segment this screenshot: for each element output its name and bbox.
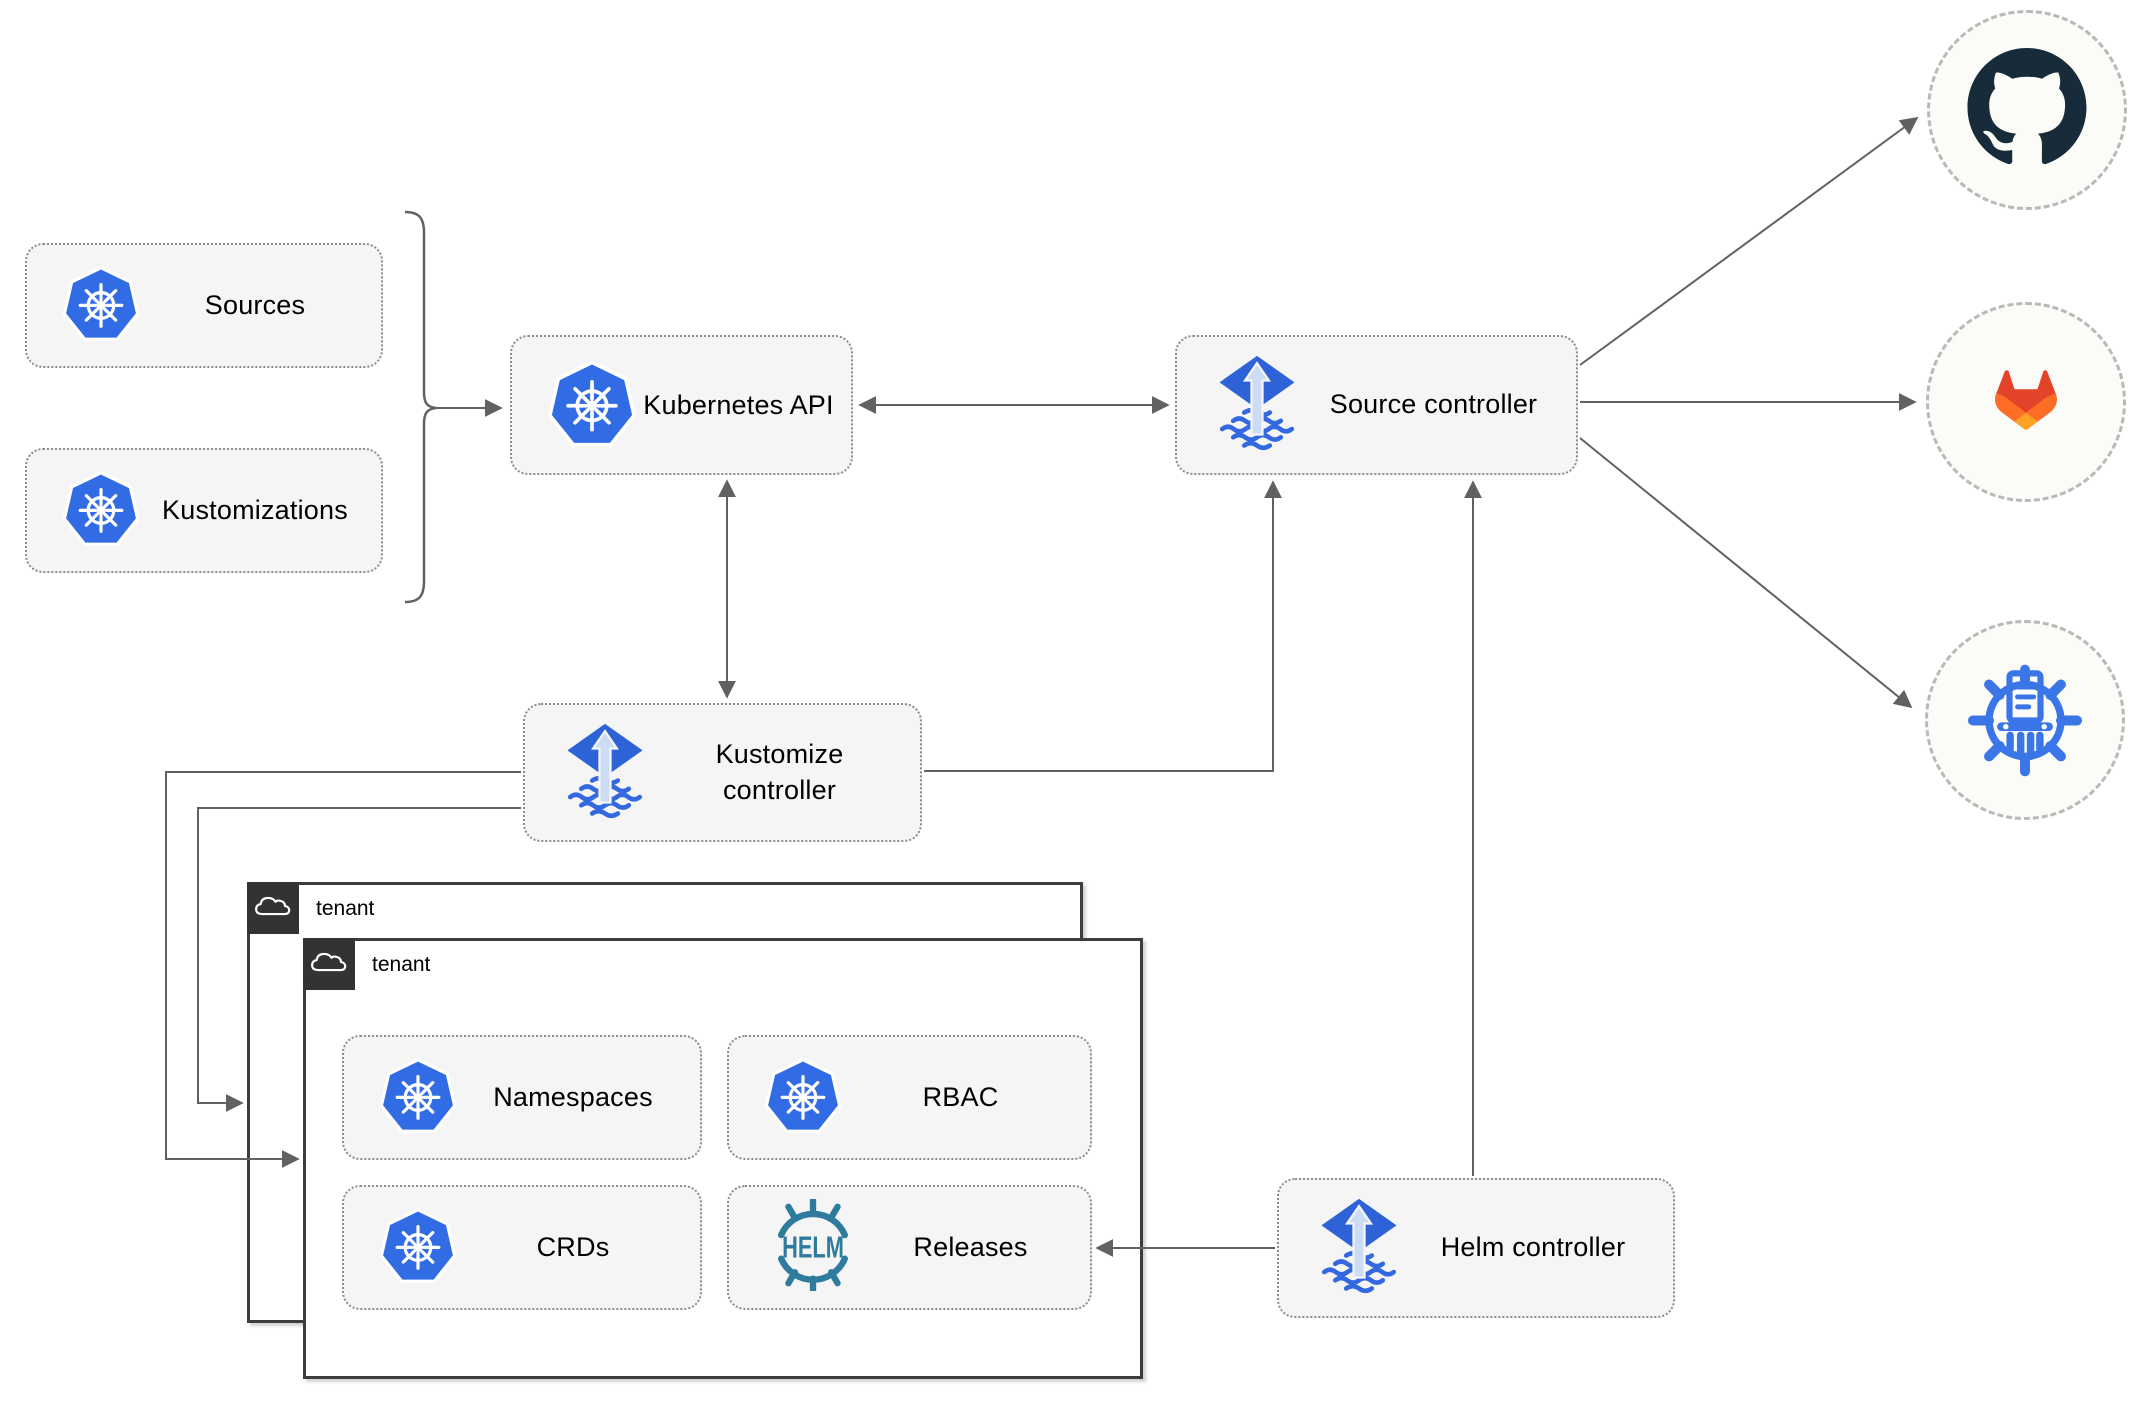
edge-source-to-bucket <box>1579 437 1913 709</box>
node-rbac: RBAC <box>727 1035 1092 1160</box>
node-namespaces: Namespaces <box>342 1035 702 1160</box>
node-label: Sources <box>204 290 306 320</box>
node-label: Kustomize controller <box>715 738 844 805</box>
flux-icon <box>1313 1197 1405 1299</box>
helm-wordmark: HELM <box>782 1230 844 1265</box>
tenant-tab <box>303 938 355 990</box>
node-label: Helm controller <box>1440 1232 1626 1263</box>
node-helm-controller: Helm controller <box>1277 1178 1675 1318</box>
node-label: CRDs <box>536 1232 610 1262</box>
kubernetes-icon <box>61 263 141 348</box>
kubernetes-icon <box>61 468 141 553</box>
tenant-label: tenant <box>316 897 375 920</box>
bucket-icon <box>1961 656 2089 785</box>
kubernetes-icon <box>763 1055 843 1140</box>
gitlab-remote <box>1926 302 2126 502</box>
kubernetes-icon <box>378 1055 458 1140</box>
node-label: Releases <box>913 1232 1028 1262</box>
tenant-tab <box>247 882 299 934</box>
node-sources: Sources <box>25 243 383 368</box>
helm-icon: HELM <box>763 1197 863 1296</box>
edge-kustomize-to-source-controller <box>924 480 1282 772</box>
node-releases: HELM Releases <box>727 1185 1092 1310</box>
node-crds: CRDs <box>342 1185 702 1310</box>
kubernetes-icon <box>378 1205 458 1290</box>
github-icon <box>1966 48 2088 172</box>
cloud-icon <box>310 948 348 981</box>
node-kustomize-controller: Kustomize controller <box>523 703 922 842</box>
flux-icon <box>559 722 651 824</box>
github-remote <box>1927 10 2127 210</box>
node-label: Source controller <box>1329 389 1538 420</box>
edge-source-to-github <box>1579 116 1919 366</box>
tenant-label: tenant <box>372 953 431 976</box>
node-kustomizations: Kustomizations <box>25 448 383 573</box>
node-source-controller: Source controller <box>1175 335 1578 475</box>
bracket-sources-group <box>404 210 437 604</box>
node-label: Namespaces <box>493 1082 653 1112</box>
node-label: Kubernetes API <box>643 389 834 420</box>
flux-icon <box>1211 354 1303 456</box>
cloud-icon <box>254 892 292 925</box>
node-kubernetes-api: Kubernetes API <box>510 335 853 475</box>
node-label: Kustomizations <box>162 495 348 525</box>
bucket-remote <box>1925 620 2125 820</box>
kubernetes-icon <box>546 357 638 454</box>
node-label: RBAC <box>922 1082 999 1112</box>
gitlab-icon <box>1963 339 2089 466</box>
